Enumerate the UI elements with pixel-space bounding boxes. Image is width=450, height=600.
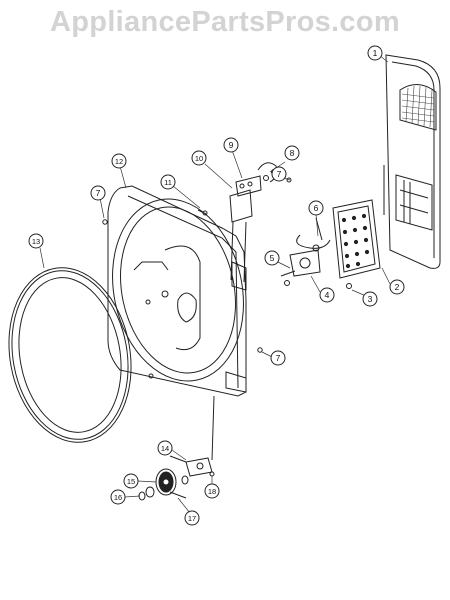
callout-14: 14 (157, 440, 173, 456)
callout-circle (90, 185, 106, 201)
callout-circle (264, 250, 280, 266)
watermark-text: AppliancePartsPros.com (50, 6, 400, 38)
callout-9: 9 (223, 137, 239, 153)
callout-label: 7 (96, 188, 101, 198)
callout-label: 4 (325, 290, 330, 300)
callout-circle (271, 166, 287, 182)
callout-label: 14 (161, 444, 169, 453)
callout-circle (28, 233, 44, 249)
callout-circle (270, 350, 286, 366)
callout-label: 15 (127, 477, 135, 486)
callout-circle (308, 200, 324, 216)
callout-circle (284, 145, 300, 161)
callout-label: 13 (32, 237, 40, 246)
callout-circle (223, 137, 239, 153)
callout-7: 7 (90, 185, 106, 201)
callout-circle (184, 510, 200, 526)
callout-6: 6 (308, 200, 324, 216)
heater-box-part (332, 199, 381, 279)
callout-label: 7 (277, 169, 282, 179)
callout-11: 11 (160, 174, 176, 190)
callout-label: 11 (164, 178, 172, 187)
callout-label: 18 (208, 487, 216, 496)
callout-16: 16 (110, 489, 126, 505)
callout-4: 4 (319, 287, 335, 303)
callout-circle (110, 489, 126, 505)
callout-1: 1 (367, 45, 383, 61)
callout-label: 16 (114, 493, 122, 502)
callout-label: 1 (373, 48, 378, 58)
callout-2: 2 (389, 279, 405, 295)
callout-label: 12 (115, 157, 123, 166)
callout-label: 17 (188, 514, 196, 523)
callout-circle (367, 45, 383, 61)
callout-18: 18 (204, 483, 220, 499)
callout-8: 8 (284, 145, 300, 161)
callout-circle (160, 174, 176, 190)
callout-10: 10 (191, 150, 207, 166)
callout-label: 3 (368, 294, 373, 304)
callout-label: 2 (395, 282, 400, 292)
callout-7: 7 (270, 350, 286, 366)
callout-label: 7 (276, 353, 281, 363)
callout-13: 13 (28, 233, 44, 249)
leader-lines (39, 55, 391, 514)
callout-7: 7 (271, 166, 287, 182)
callout-15: 15 (123, 473, 139, 489)
callout-circle (191, 150, 207, 166)
callout-circle (204, 483, 220, 499)
callout-label: 8 (290, 148, 295, 158)
rear-bulkhead-part (102, 185, 263, 461)
callout-label: 5 (270, 253, 275, 263)
callout-17: 17 (184, 510, 200, 526)
callout-12: 12 (111, 153, 127, 169)
callout-5: 5 (264, 250, 280, 266)
callout-circle (157, 440, 173, 456)
callout-3: 3 (362, 291, 378, 307)
callout-label: 6 (314, 203, 319, 213)
drum-seal-ring-part (8, 267, 132, 443)
callout-label: 10 (195, 154, 203, 163)
idler-assembly-part (138, 455, 215, 501)
callout-circle (123, 473, 139, 489)
callout-label: 9 (229, 140, 234, 150)
callout-circle (111, 153, 127, 169)
callout-circle (319, 287, 335, 303)
rear-panel-part (383, 54, 441, 269)
callout-circle (389, 279, 405, 295)
callout-circle (362, 291, 378, 307)
